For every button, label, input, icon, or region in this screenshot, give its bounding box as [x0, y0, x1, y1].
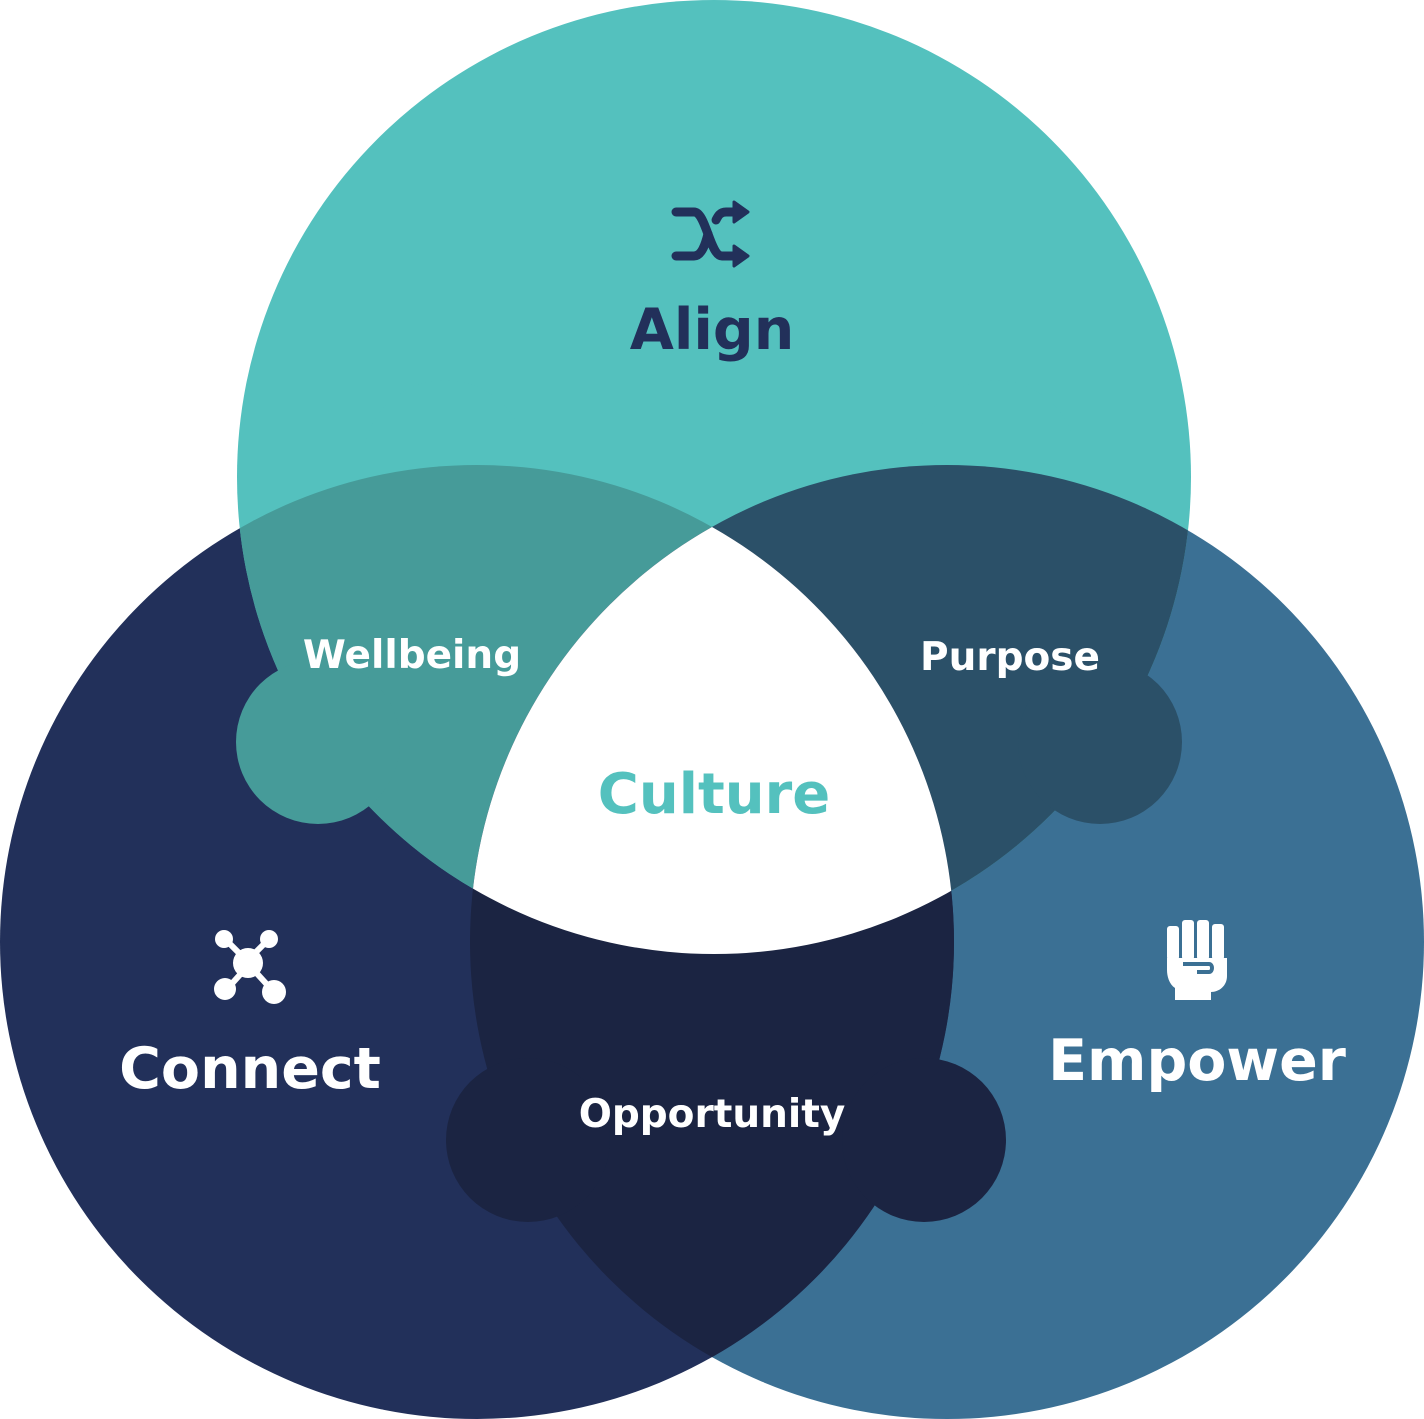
connect-label: Connect — [119, 1036, 381, 1102]
raised-fist-icon — [1167, 920, 1227, 1000]
purpose-knob — [1018, 660, 1182, 824]
opportunity-knob-right — [842, 1058, 1006, 1222]
network-nodes-icon — [214, 930, 286, 1004]
culture-label: Culture — [598, 762, 830, 827]
wellbeing-label: Wellbeing — [303, 633, 521, 678]
empower-label: Empower — [1048, 1028, 1346, 1094]
align-label: Align — [630, 297, 795, 363]
wellbeing-knob — [236, 660, 400, 824]
opportunity-knob-left — [446, 1058, 610, 1222]
shuffle-icon — [671, 200, 750, 268]
purpose-label: Purpose — [920, 635, 1100, 680]
opportunity-label: Opportunity — [579, 1092, 846, 1137]
